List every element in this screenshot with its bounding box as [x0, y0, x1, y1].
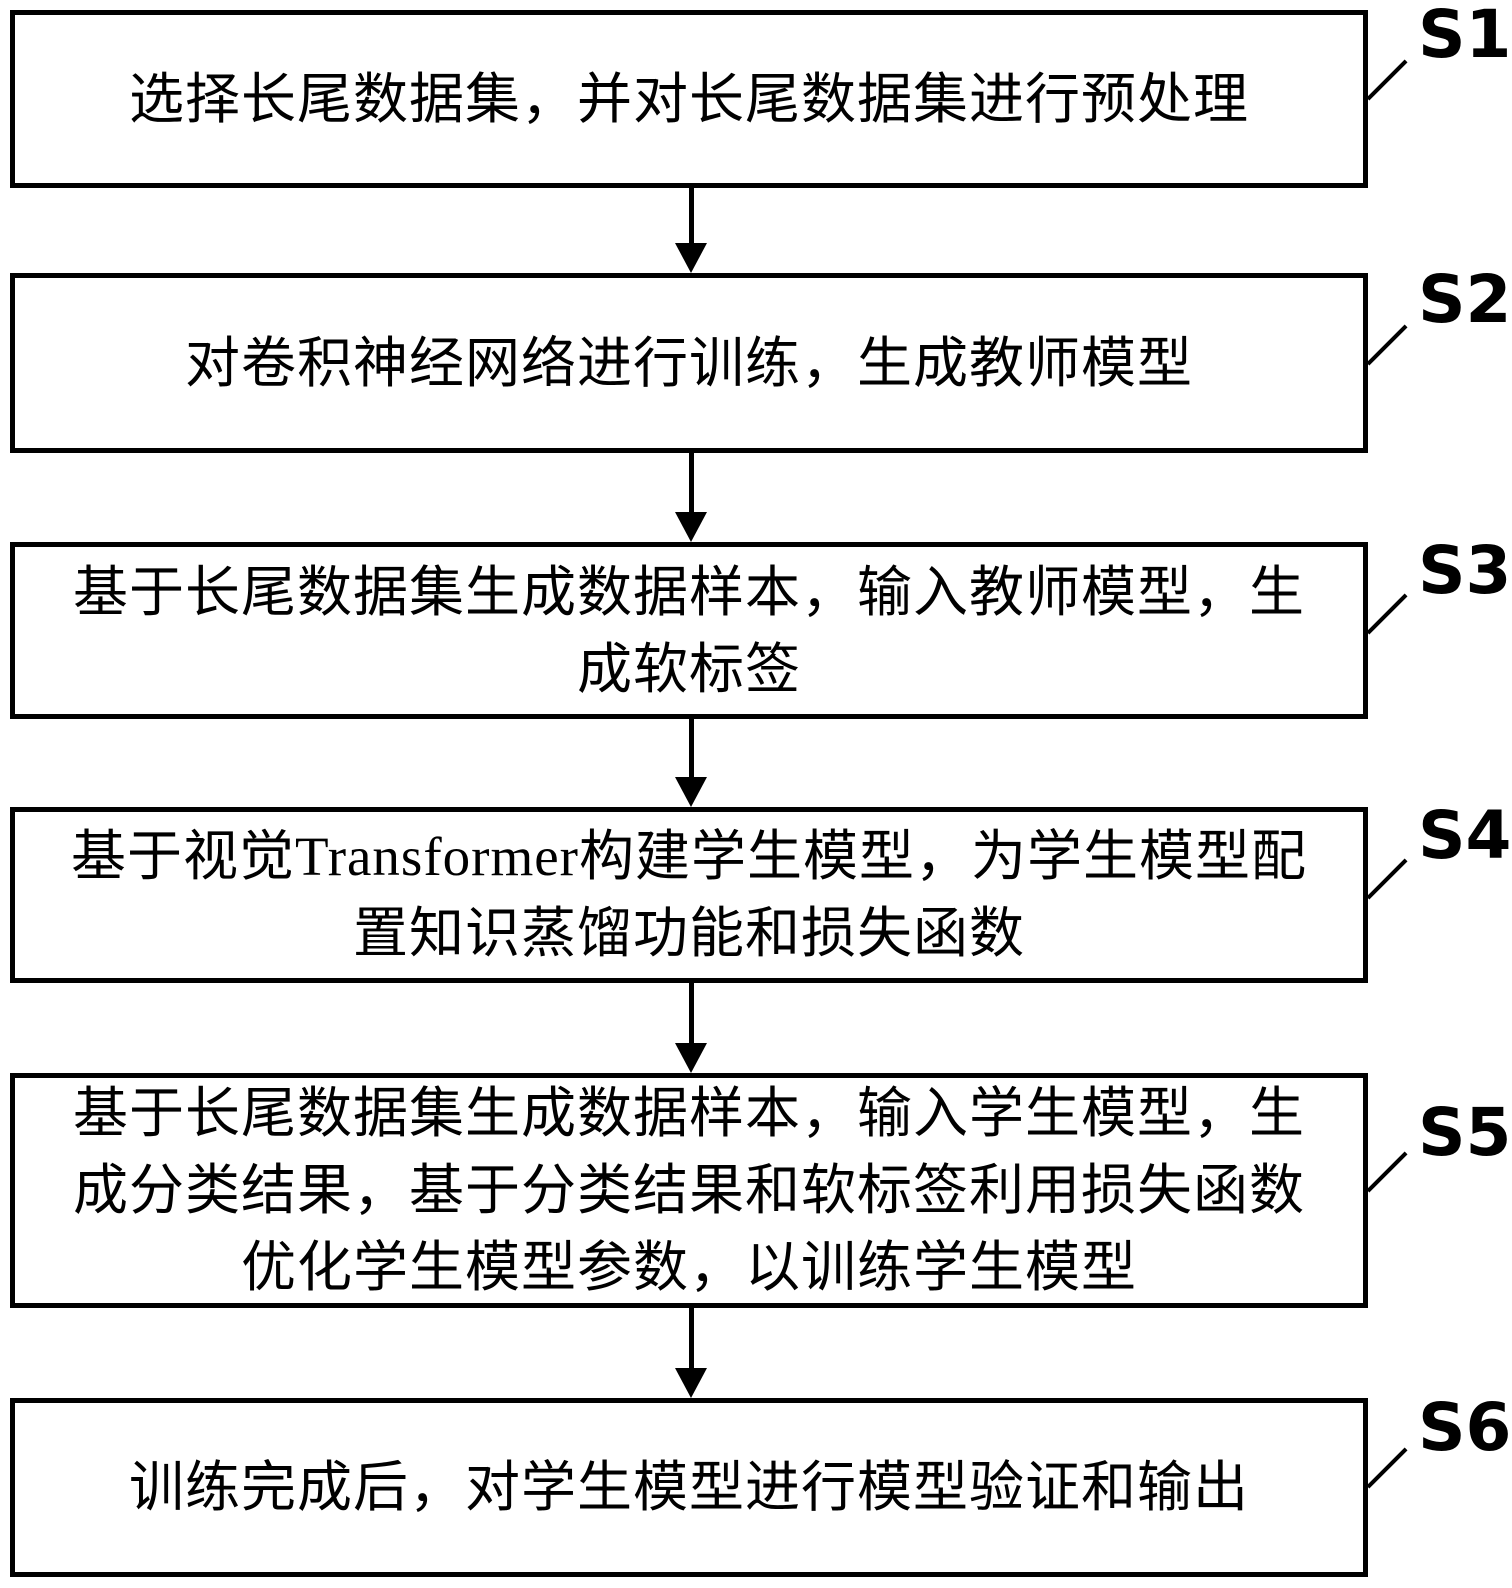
label-connector-line-s4	[1366, 858, 1408, 900]
step-s5-text-line3: 优化学生模型参数，以训练学生模型	[240, 1237, 1137, 1298]
arrow-head-icon	[675, 1368, 707, 1398]
flow-step-box-s5: 基于长尾数据集生成数据样本，输入学生模型，生 成分类结果，基于分类结果和软标签利…	[10, 1073, 1368, 1308]
step-label-s5: S5	[1418, 1094, 1512, 1171]
step-s4-text-line2: 置知识蒸馏功能和损失函数	[352, 903, 1025, 964]
arrow-shaft	[688, 719, 694, 780]
flow-arrow-s1-s2	[675, 188, 707, 273]
flow-arrow-s5-s6	[675, 1308, 707, 1398]
step-label-s1: S1	[1418, 0, 1512, 73]
flow-arrow-s4-s5	[675, 983, 707, 1073]
step-s3-text-line1: 基于长尾数据集生成数据样本，输入教师模型，生	[72, 561, 1305, 623]
label-connector-line-s1	[1366, 59, 1408, 101]
arrow-head-icon	[675, 777, 707, 807]
arrow-shaft	[688, 1308, 694, 1371]
flow-arrow-s2-s3	[675, 453, 707, 542]
step-s3-text-line2: 成软标签	[576, 638, 801, 700]
step-s1-text: 选择长尾数据集，并对长尾数据集进行预处理	[128, 68, 1249, 130]
arrow-shaft	[688, 188, 694, 246]
label-connector-line-s5	[1366, 1151, 1408, 1193]
arrow-shaft	[688, 983, 694, 1046]
flow-step-box-s2: 对卷积神经网络进行训练，生成教师模型	[10, 273, 1368, 453]
step-label-s6: S6	[1418, 1389, 1512, 1466]
flow-arrow-s3-s4	[675, 719, 707, 807]
step-s4-text-line1: 基于视觉Transformer构建学生模型，为学生模型配	[71, 826, 1307, 887]
arrow-head-icon	[675, 512, 707, 542]
label-connector-line-s2	[1366, 324, 1408, 366]
step-s6-text: 训练完成后，对学生模型进行模型验证和输出	[128, 1457, 1249, 1518]
label-connector-line-s6	[1366, 1447, 1408, 1489]
step-label-s2: S2	[1418, 261, 1512, 338]
step-label-s3: S3	[1418, 532, 1512, 609]
step-s5-text-line1: 基于长尾数据集生成数据样本，输入学生模型，生	[72, 1083, 1305, 1144]
arrow-shaft	[688, 453, 694, 515]
step-s5-text-line2: 成分类结果，基于分类结果和软标签利用损失函数	[72, 1160, 1305, 1221]
arrow-head-icon	[675, 243, 707, 273]
flow-step-box-s1: 选择长尾数据集，并对长尾数据集进行预处理	[10, 10, 1368, 188]
flow-step-box-s6: 训练完成后，对学生模型进行模型验证和输出	[10, 1398, 1368, 1577]
step-label-s4: S4	[1418, 797, 1512, 874]
label-connector-line-s3	[1366, 593, 1408, 635]
arrow-head-icon	[675, 1043, 707, 1073]
flow-step-box-s3: 基于长尾数据集生成数据样本，输入教师模型，生 成软标签	[10, 542, 1368, 719]
step-s2-text: 对卷积神经网络进行训练，生成教师模型	[184, 332, 1193, 394]
flow-step-box-s4: 基于视觉Transformer构建学生模型，为学生模型配 置知识蒸馏功能和损失函…	[10, 807, 1368, 983]
